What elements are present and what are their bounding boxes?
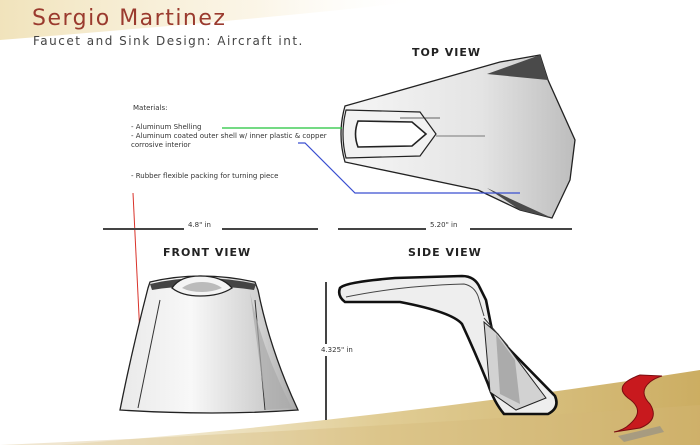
side-height-dimension: 4.325" in: [321, 346, 353, 354]
top-view-label: TOP VIEW: [412, 46, 481, 59]
page-subtitle: Faucet and Sink Design: Aircraft int.: [33, 34, 304, 48]
materials-heading: Materials:: [133, 104, 168, 112]
top-banner-swoosh: [0, 0, 430, 40]
side-view-label: SIDE VIEW: [408, 246, 482, 259]
page-title: Sergio Martinez: [32, 6, 227, 31]
material-item-outer-shell: - Aluminum coated outer shell w/ inner p…: [131, 132, 327, 149]
side-view-drawing: [337, 274, 558, 416]
material-item-rubber-packing: - Rubber flexible packing for turning pi…: [131, 172, 279, 180]
leader-red: [132, 192, 141, 337]
material-item-shelling: - Aluminum Shelling: [131, 123, 202, 131]
front-view-label: FRONT VIEW: [163, 246, 252, 259]
top-view-drawing: [340, 54, 576, 219]
leader-blue: [298, 142, 520, 194]
top-width-dimension: 5.20" in: [430, 221, 458, 229]
front-view-drawing: [119, 275, 299, 414]
front-width-dimension: 4.8" in: [188, 221, 211, 229]
logo-s-icon: [613, 374, 664, 442]
bottom-banner-swoosh: [60, 370, 700, 445]
